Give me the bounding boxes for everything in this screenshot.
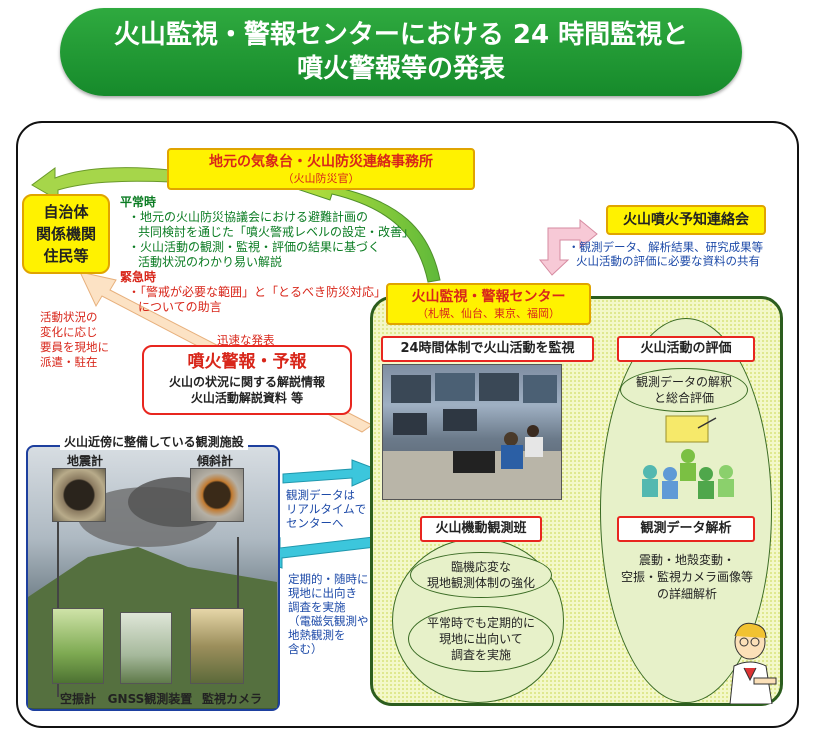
emergency-item-1b: についての助言	[138, 300, 222, 314]
normal-item-1b: 共同検討を通じた「噴火警戒レベルの設定・改善」	[138, 225, 415, 239]
seismometer-photo	[52, 468, 106, 522]
normal-item-2b: 活動状況のわかり易い解説	[138, 255, 283, 269]
liaison-note-1: ・観測データ、解析結果、研究成果等	[568, 240, 764, 254]
facilities-to-center-arrow	[282, 459, 386, 487]
prompt-release-label: 迅速な発表	[217, 333, 275, 347]
page-title: 火山監視・警報センターにおける 24 時間監視と 噴火警報等の発表	[60, 8, 742, 96]
mobile-text-2b: 現地に出向いて	[439, 632, 523, 646]
survey-line-3: 調査を実施	[288, 600, 346, 614]
dispatch-line-3: 要員を現地に	[40, 340, 109, 354]
mobile-text-1a: 臨機応変な	[450, 560, 511, 574]
analysis-text-3: の詳細解析	[656, 587, 717, 601]
mobile-bubble-1: 臨機応変な 現地観測体制の強化	[410, 552, 552, 598]
monitor-label: 24時間体制で火山活動を監視	[381, 336, 594, 362]
gnss-photo	[120, 612, 172, 684]
title-line-2: 噴火警報等の発表	[296, 54, 505, 84]
evaluation-bubble: 観測データの解釈 と総合評価	[620, 368, 748, 412]
dispatch-line-1: 活動状況の	[40, 310, 98, 324]
liaison-title: 火山噴火予知連絡会	[623, 212, 749, 228]
dispatch-note: 活動状況の 変化に応じ 要員を現地に 派遣・駐在	[40, 310, 140, 370]
scientist-illustration	[729, 622, 777, 704]
center-title-box: 火山監視・警報センター （札幌、仙台、東京、福岡）	[386, 283, 591, 325]
analysis-label: 観測データ解析	[617, 516, 755, 542]
warning-box: 噴火警報・予報 火山の状況に関する解説情報 火山活動解説資料 等	[142, 345, 352, 415]
local-office-sub: （火山防災官）	[282, 172, 360, 185]
survey-line-2: 現地に出向き	[288, 586, 357, 600]
local-office-box: 地元の気象台・火山防災連絡事務所 （火山防災官）	[167, 148, 475, 190]
camera-label: 監視カメラ	[201, 692, 262, 706]
title-line-1: 火山監視・警報センターにおける 24 時間監視と	[113, 20, 689, 50]
municipality-line-2: 関係機関	[35, 225, 96, 243]
tiltmeter-photo	[190, 468, 244, 522]
survey-note: 定期的・随時に 現地に出向き 調査を実施 （電磁気観測や 地熱観測を 含む）	[288, 572, 369, 656]
center-sub: （札幌、仙台、東京、福岡）	[417, 307, 560, 320]
infrasound-label: 空振計	[59, 692, 96, 706]
gnss-label: GNSS観測装置	[107, 692, 193, 706]
liaison-box: 火山噴火予知連絡会	[606, 205, 766, 235]
normal-item-2a: ・火山活動の観測・監視・評価の結果に基づく	[128, 240, 381, 254]
realtime-note: 観測データは リアルタイムで センターへ	[286, 488, 366, 530]
local-office-title: 地元の気象台・火山防災連絡事務所	[209, 154, 433, 170]
survey-line-1: 定期的・随時に	[288, 572, 369, 586]
liaison-notes: ・観測データ、解析結果、研究成果等 火山活動の評価に必要な資料の共有	[568, 240, 796, 268]
realtime-line-3: センターへ	[286, 516, 344, 530]
mobile-bubble-2: 平常時でも定期的に 現地に出向いて 調査を実施	[408, 606, 554, 672]
office-to-municipality-arrow	[31, 167, 171, 201]
dispatch-line-2: 変化に応じ	[40, 325, 98, 339]
evaluation-text-1: 観測データの解釈	[635, 375, 732, 389]
monitoring-room-photo	[382, 364, 562, 500]
seismometer-label: 地震計	[66, 454, 103, 468]
tiltmeter-label: 傾斜計	[196, 454, 233, 468]
realtime-line-1: 観測データは	[286, 488, 355, 502]
analysis-text: 震動・地殻変動・ 空振・監視カメラ画像等 の詳細解析	[612, 552, 762, 603]
infrasound-photo	[52, 608, 104, 684]
realtime-line-2: リアルタイムで	[286, 502, 367, 516]
warning-line-2: 火山活動解説資料 等	[190, 391, 304, 405]
evaluation-label: 火山活動の評価	[617, 336, 755, 362]
facilities-heading: 火山近傍に整備している観測施設	[60, 433, 248, 450]
analysis-text-1: 震動・地殻変動・	[638, 553, 735, 567]
dispatch-line-4: 派遣・駐在	[40, 355, 98, 369]
warning-line-1: 火山の状況に関する解説情報	[168, 375, 325, 389]
liaison-note-2: 火山活動の評価に必要な資料の共有	[576, 254, 760, 268]
survey-line-6: 含む）	[288, 642, 323, 656]
mobile-team-label: 火山機動観測班	[420, 516, 542, 542]
warning-title: 噴火警報・予報	[187, 352, 307, 372]
municipality-line-3: 住民等	[43, 247, 89, 265]
center-liaison-double-arrow	[538, 218, 598, 276]
emergency-heading: 緊急時	[120, 270, 157, 284]
monitoring-room-illustration	[383, 373, 561, 499]
mobile-text-2a: 平常時でも定期的に	[426, 616, 535, 630]
normal-time-notes: 平常時 ・地元の火山防災協議会における避難計画の 共同検討を通じた「噴火警戒レベ…	[120, 195, 415, 315]
evaluation-text-2: と総合評価	[653, 391, 714, 405]
camera-photo	[190, 608, 244, 684]
municipality-line-1: 自治体	[43, 203, 89, 221]
meeting-illustration	[642, 415, 734, 499]
mobile-text-2c: 調査を実施	[450, 648, 511, 662]
mobile-text-1b: 現地観測体制の強化	[426, 576, 535, 590]
normal-item-1a: ・地元の火山防災協議会における避難計画の	[128, 210, 369, 224]
emergency-item-1a: ・「警戒が必要な範囲」と「とるべき防災対応」	[128, 285, 387, 299]
analysis-text-2: 空振・監視カメラ画像等	[620, 570, 753, 584]
normal-time-heading: 平常時	[120, 195, 157, 209]
municipality-box: 自治体 関係機関 住民等	[22, 194, 110, 274]
center-title: 火山監視・警報センター	[411, 289, 566, 305]
survey-line-5: 地熱観測を	[288, 628, 346, 642]
survey-line-4: （電磁気観測や	[288, 614, 369, 628]
